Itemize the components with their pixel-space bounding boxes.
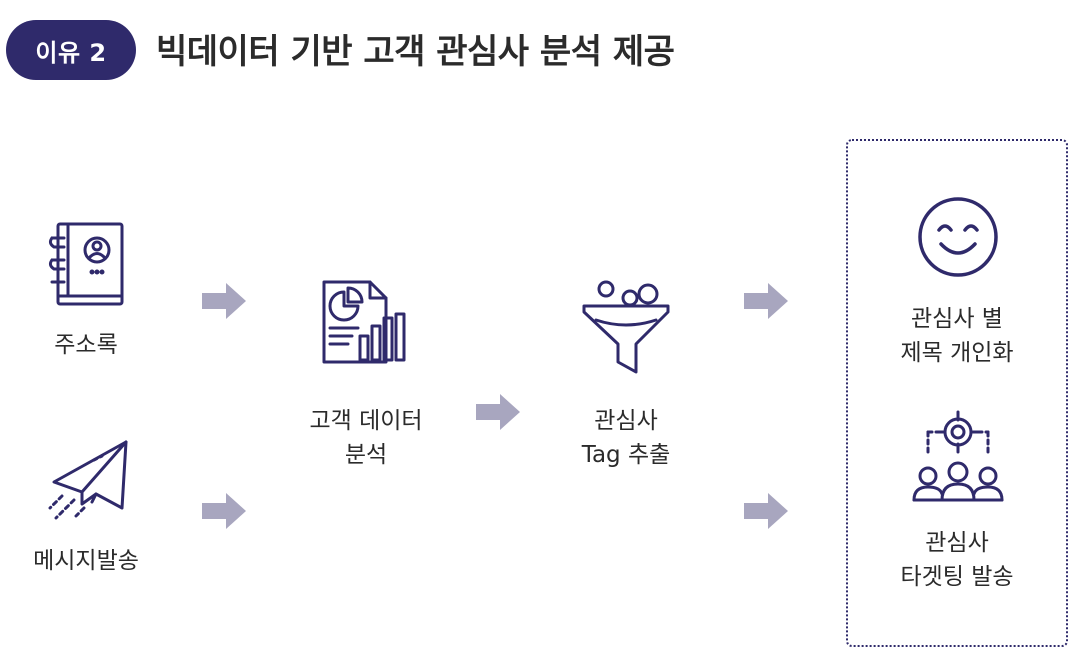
page-title: 빅데이터 기반 고객 관심사 분석 제공 [156, 24, 674, 73]
personalized-title-label: 관심사 별 제목 개인화 [877, 302, 1037, 370]
flow-arrow [474, 392, 522, 432]
personalized-title-line1: 관심사 별 [877, 302, 1037, 336]
message-send-label: 메시지발송 [6, 544, 166, 578]
targeting-send-line1: 관심사 [877, 526, 1037, 560]
tag-extract-label: 관심사 Tag 추출 [546, 404, 706, 472]
address-book-label: 주소록 [26, 328, 146, 362]
funnel-icon [580, 280, 672, 376]
flow-arrow [742, 491, 790, 531]
tag-extract-line2: Tag 추출 [546, 438, 706, 472]
flow-arrow [742, 281, 790, 321]
target-group-icon [912, 410, 1004, 504]
data-analysis-line1: 고객 데이터 [286, 404, 446, 438]
tag-extract-line1: 관심사 [546, 404, 706, 438]
flow-arrow [200, 281, 248, 321]
report-chart-icon [320, 278, 410, 368]
paper-plane-icon [42, 438, 132, 522]
data-analysis-line2: 분석 [286, 438, 446, 472]
flow-arrow [200, 491, 248, 531]
address-book-icon [48, 220, 126, 310]
targeting-send-line2: 타겟팅 발송 [877, 560, 1037, 594]
data-analysis-label: 고객 데이터 분석 [286, 404, 446, 472]
personalized-title-line2: 제목 개인화 [877, 336, 1037, 370]
targeting-send-label: 관심사 타겟팅 발송 [877, 526, 1037, 594]
smile-face-icon [917, 196, 999, 278]
reason-badge: 이유 2 [6, 20, 136, 80]
